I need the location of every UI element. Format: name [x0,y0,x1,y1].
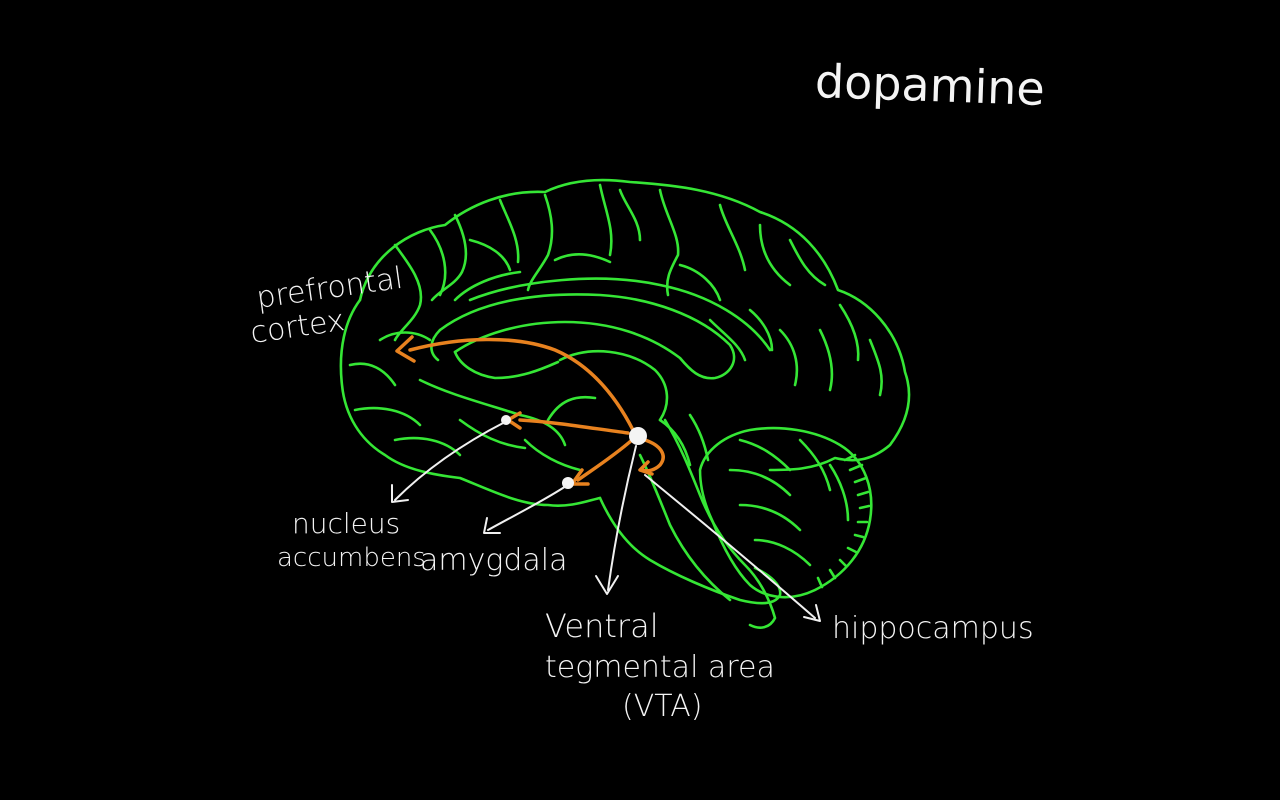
hippocampus-arrowhead [638,460,654,476]
structure-markers [501,415,647,489]
cerebrum-outline [339,178,911,507]
title: dopamine [814,54,1046,116]
corpus-callosum [430,277,772,380]
nucleus-pointer [394,421,506,501]
cortex-folds [348,183,883,457]
mesolimbic-pathway [518,418,630,435]
label-vta-line2: tegmental area [545,650,775,685]
label-hippocampus: hippocampus [832,611,1034,646]
amygdala-pointer [487,485,567,531]
label-amygdala: amygdala [420,543,568,578]
nucleus-pointer-head [391,484,409,503]
label-pointers [391,421,821,622]
mesocortical-pathway [408,337,635,432]
label-vta-line1: Ventral [545,607,659,645]
vta-pointer-head [595,575,619,595]
prefrontal-arrowhead [395,335,416,363]
vta-pointer [607,445,637,591]
label-vta-line3: (VTA) [622,689,702,724]
vta-dot [629,427,647,445]
label-nucleus-line1: nucleus [292,507,400,540]
amygdala-pathway [576,438,634,482]
cerebellum [698,426,873,599]
thalamus-region [523,350,692,472]
hippocampus-pointer [644,474,816,619]
labels: prefrontal cortex nucleus accumbens amyg… [248,261,1033,724]
amygdala-pointer-head [483,517,501,534]
hippocampus-pointer-head [803,604,821,622]
label-nucleus-line2: accumbens [277,543,426,573]
